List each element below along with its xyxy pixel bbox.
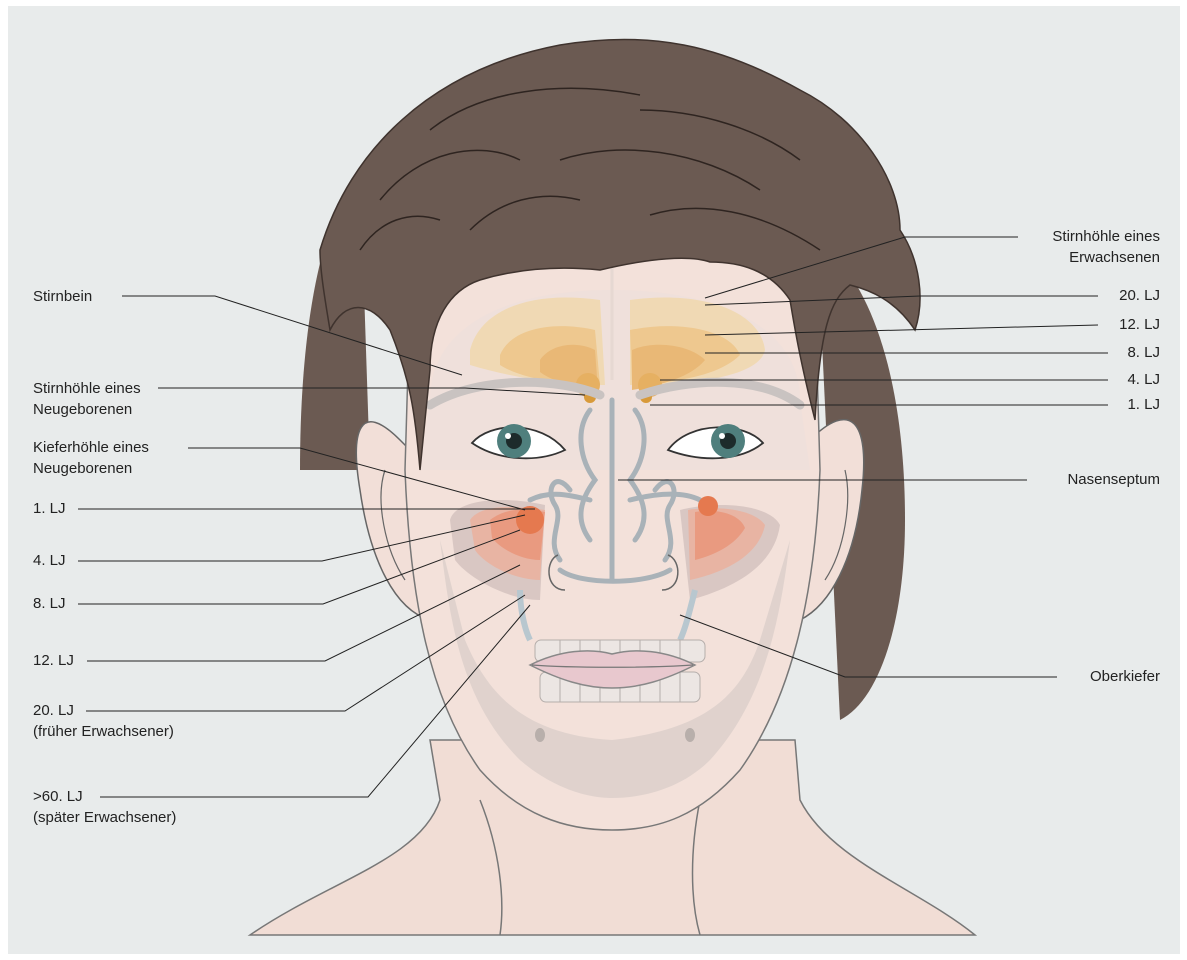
label-line: 20. LJ: [33, 700, 174, 721]
label-stirnbein: Stirnbein: [33, 286, 92, 307]
label-line: Erwachsenen: [1052, 247, 1160, 268]
label-line: Neugeborenen: [33, 399, 141, 420]
label-right-4-lj: 4. LJ: [1127, 369, 1160, 390]
label-left-12-lj: 12. LJ: [33, 650, 74, 671]
label-line: >60. LJ: [33, 786, 176, 807]
label-right-1-lj: 1. LJ: [1127, 394, 1160, 415]
label-stirnhoehle-erwachsen: Stirnhöhle eines Erwachsenen: [1052, 226, 1160, 268]
label-left-1-lj: 1. LJ: [33, 498, 66, 519]
label-oberkiefer: Oberkiefer: [1090, 666, 1160, 687]
label-line: Stirnhöhle eines: [33, 378, 141, 399]
label-right-20-lj: 20. LJ: [1119, 285, 1160, 306]
label-line: Neugeborenen: [33, 458, 149, 479]
label-stirnhoehle-neugeboren: Stirnhöhle eines Neugeborenen: [33, 378, 141, 420]
label-left-20-lj: 20. LJ (früher Erwachsener): [33, 700, 174, 742]
label-kieferhoehle-neugeboren: Kieferhöhle eines Neugeborenen: [33, 437, 149, 479]
label-line: (später Erwachsener): [33, 807, 176, 828]
label-line: Kieferhöhle eines: [33, 437, 149, 458]
label-left-60-lj: >60. LJ (später Erwachsener): [33, 786, 176, 828]
label-left-4-lj: 4. LJ: [33, 550, 66, 571]
label-line: Stirnhöhle eines: [1052, 226, 1160, 247]
label-right-8-lj: 8. LJ: [1127, 342, 1160, 363]
label-line: (früher Erwachsener): [33, 721, 174, 742]
label-left-8-lj: 8. LJ: [33, 593, 66, 614]
label-right-12-lj: 12. LJ: [1119, 314, 1160, 335]
label-nasenseptum: Nasenseptum: [1067, 469, 1160, 490]
